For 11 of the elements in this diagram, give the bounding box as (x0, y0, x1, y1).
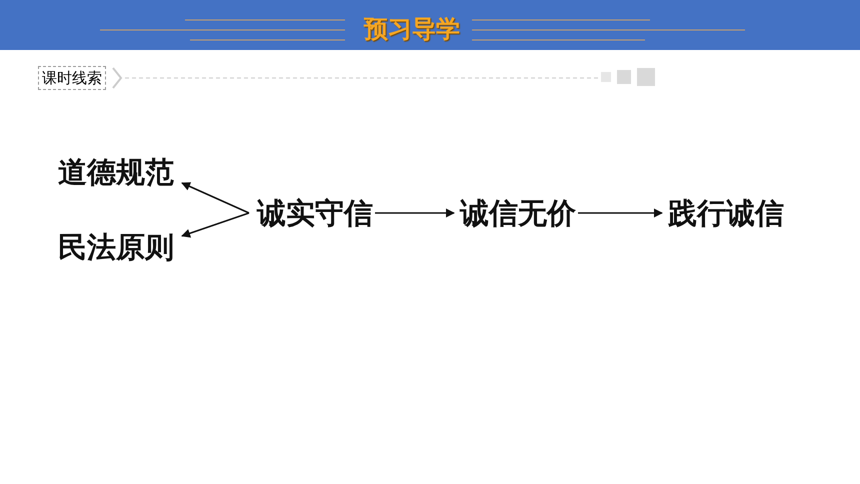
heading: 预习导学 (362, 14, 461, 44)
node-text: 道德规范 (58, 155, 174, 189)
node-text: 民法原则 (58, 230, 174, 264)
arrow (181, 182, 250, 214)
arrow (181, 212, 250, 238)
node-text: 诚信无价 (460, 196, 576, 230)
arrow (375, 208, 455, 218)
tab-label: 课时线索 (38, 66, 106, 90)
arrow (578, 208, 663, 218)
node-text: 诚实守信 (257, 196, 373, 230)
node-text: 践行诚信 (668, 196, 784, 230)
